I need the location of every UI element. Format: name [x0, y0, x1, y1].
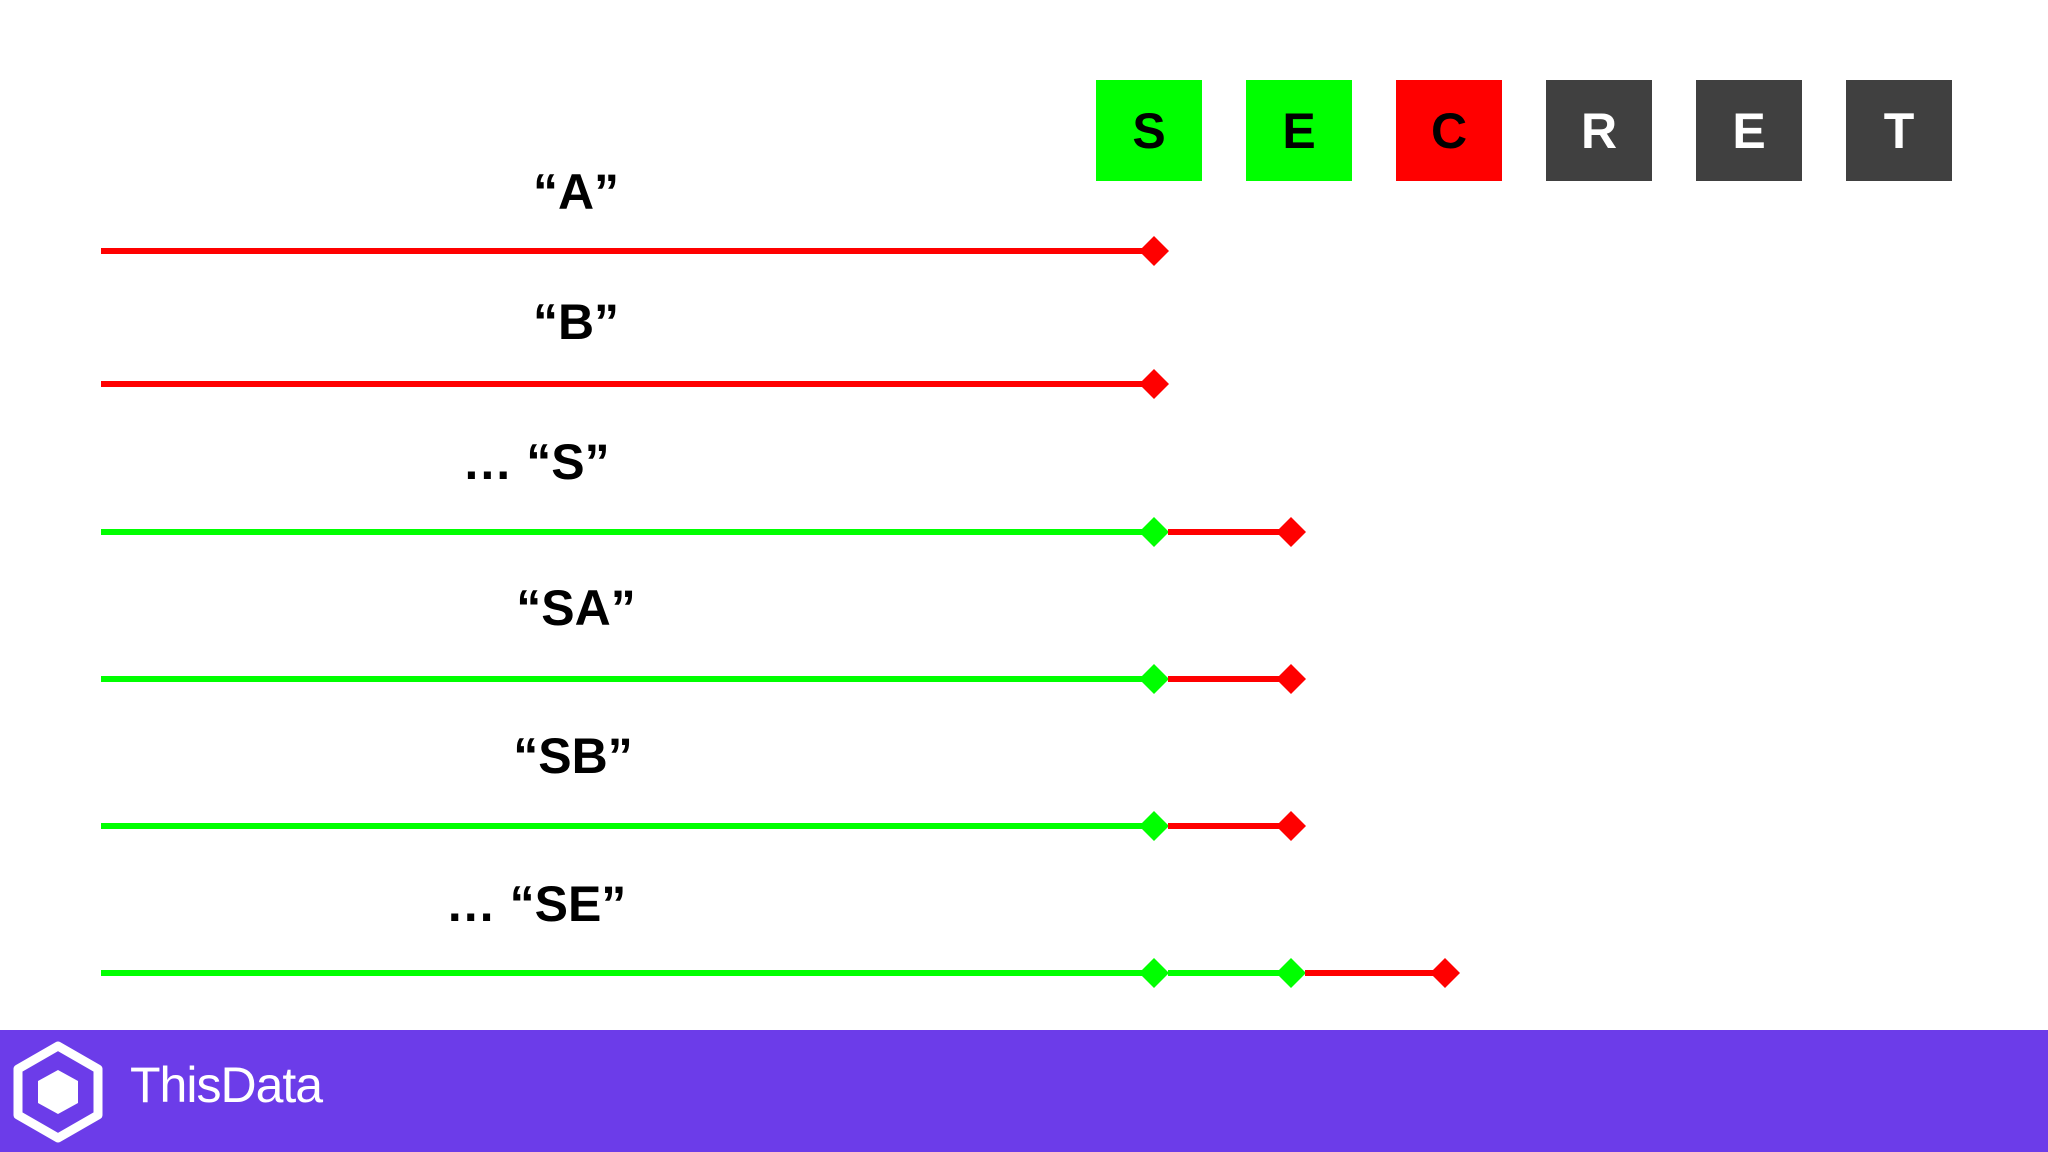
footer-bar: ThisData [0, 1030, 2048, 1152]
hexagon-logo-icon [13, 1041, 103, 1143]
timing-marker-row4-2 [1276, 664, 1306, 694]
guess-label-sb: “SB” [513, 728, 633, 784]
brand-name: ThisData [130, 1057, 323, 1113]
secret-letter-box-s: S [1096, 80, 1202, 181]
timing-marker-row6-2 [1276, 958, 1306, 988]
guess-label-s: … “S” [462, 434, 610, 490]
timing-marker-row6-1 [1139, 958, 1169, 988]
guess-label-se: … “SE” [445, 876, 627, 932]
timing-marker-row3-2 [1276, 517, 1306, 547]
secret-letter-box-e: E [1246, 80, 1352, 181]
secret-letter-box-t: T [1846, 80, 1952, 181]
secret-letter-box-e2: E [1696, 80, 1802, 181]
secret-letter-box-c: C [1396, 80, 1502, 181]
secret-letter-box-r: R [1546, 80, 1652, 181]
timing-lines-diagram [101, 236, 1460, 988]
guess-label-a: “A” [532, 164, 620, 220]
timing-marker-row5-2 [1276, 811, 1306, 841]
guess-label-b: “B” [532, 294, 620, 350]
timing-marker-row5-1 [1139, 811, 1169, 841]
timing-marker-row4-1 [1139, 664, 1169, 694]
timing-marker-row1-1 [1139, 236, 1169, 266]
guess-label-sa: “SA” [516, 580, 636, 636]
timing-marker-row6-3 [1430, 958, 1460, 988]
timing-marker-row3-1 [1139, 517, 1169, 547]
timing-marker-row2-1 [1139, 369, 1169, 399]
